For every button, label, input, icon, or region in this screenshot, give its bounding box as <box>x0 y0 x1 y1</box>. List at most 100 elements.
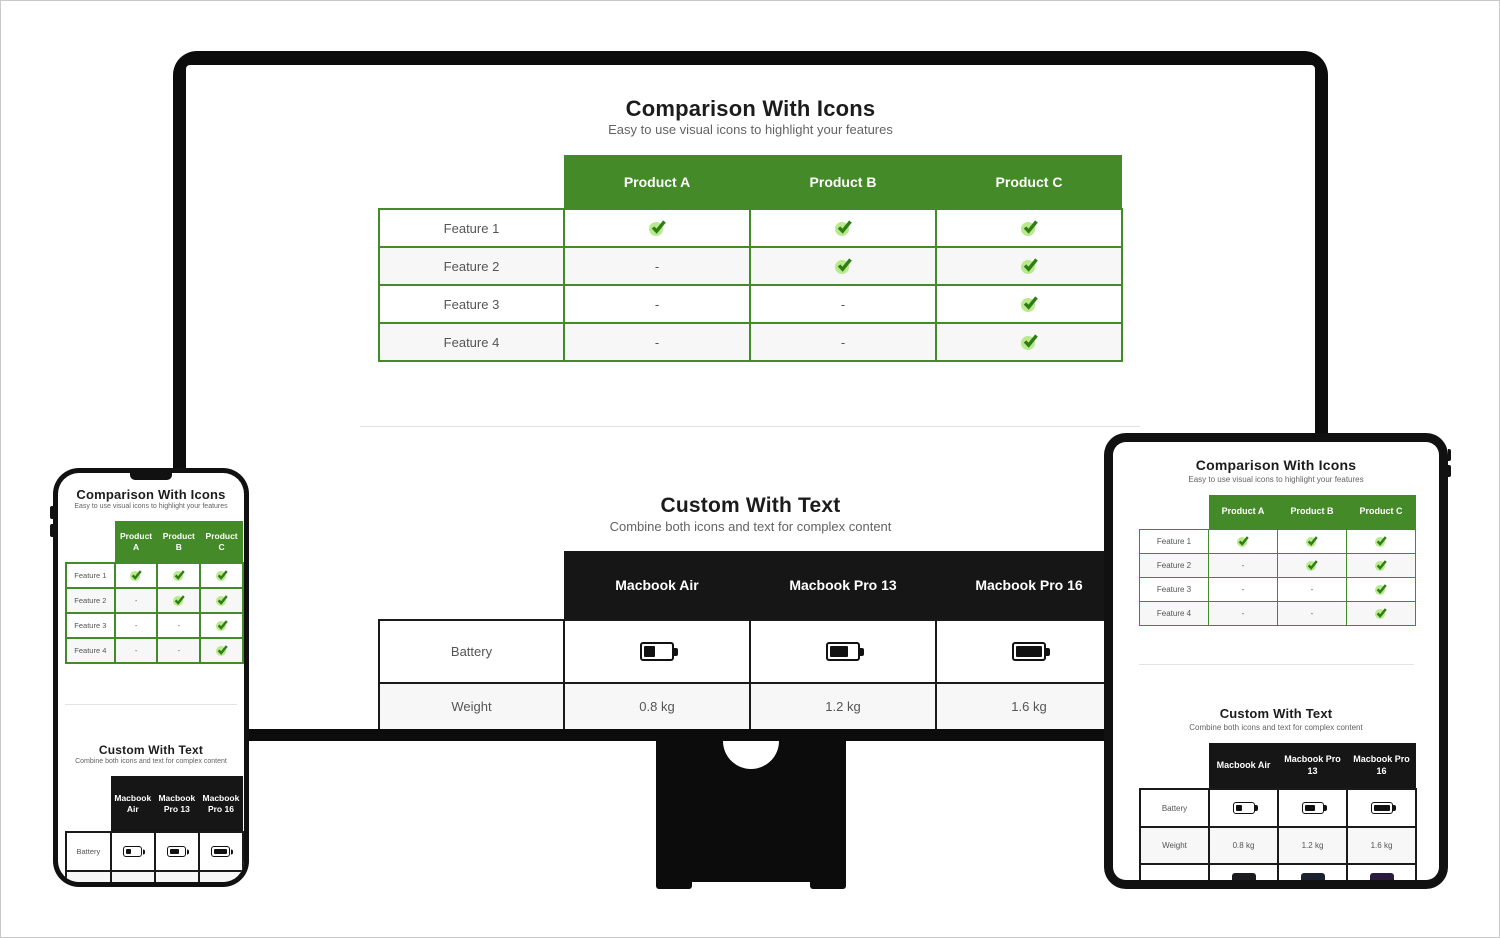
text-section-title: Custom With Text <box>98 743 204 757</box>
table-row: Feature 1 <box>378 208 1123 248</box>
table-row: Battery <box>378 619 1123 684</box>
value-cell: - <box>113 587 159 614</box>
tablet-screen: Comparison With Icons Easy to use visual… <box>1113 442 1439 880</box>
column-header: Macbook Pro 13 <box>750 551 936 620</box>
check-icon <box>215 620 228 631</box>
phone-volume-button <box>50 524 53 537</box>
battery-icon <box>1370 802 1393 814</box>
icons-section-title: Comparison With Icons <box>625 96 876 121</box>
check-icon <box>215 595 228 606</box>
column-header: Product C <box>936 155 1122 209</box>
cpu-chip-icon: M3 <box>1231 873 1256 880</box>
phone-volume-button <box>50 506 53 519</box>
monitor-stand-notch <box>723 741 779 769</box>
row-label: Battery <box>1139 788 1210 828</box>
check-icon <box>1020 220 1038 237</box>
battery-icon <box>1012 642 1046 661</box>
value-cell <box>935 322 1123 362</box>
chip-label: M3 <box>1380 880 1389 881</box>
check-icon <box>215 645 228 656</box>
value-cell: - <box>156 637 202 664</box>
battery-icon <box>167 846 187 857</box>
battery-icon <box>1301 802 1324 814</box>
row-label: Feature 3 <box>65 612 116 639</box>
check-icon <box>1375 560 1387 571</box>
column-header: Macbook Air <box>564 551 750 620</box>
table-row: Feature 3-- <box>1139 577 1416 602</box>
header-spacer <box>379 155 564 209</box>
value-cell <box>1277 553 1347 578</box>
row-label: Feature 1 <box>65 562 116 589</box>
row-label: Battery <box>378 619 565 684</box>
text-section-subtitle: Combine both icons and text for complex … <box>75 758 227 765</box>
tablet-volume-button <box>1448 449 1451 461</box>
battery-icon <box>1232 802 1255 814</box>
header-spacer <box>66 521 115 563</box>
value-cell: - <box>563 322 751 362</box>
battery-icon <box>123 846 143 857</box>
column-header: Product B <box>1277 495 1347 530</box>
icons-section-title: Comparison With Icons <box>1195 457 1357 473</box>
check-icon <box>1375 536 1387 547</box>
value-cell <box>113 562 159 589</box>
column-header: Product A <box>114 521 158 563</box>
value-cell <box>1346 529 1416 554</box>
column-header: Product C <box>1346 495 1416 530</box>
value-cell: 1.2 kg <box>749 682 937 729</box>
check-icon <box>1375 608 1387 619</box>
value-cell <box>749 208 937 248</box>
desktop-monitor-frame: Comparison With Icons Easy to use visual… <box>173 51 1328 741</box>
value-cell <box>1277 529 1347 554</box>
value-cell <box>153 831 200 872</box>
value-cell: - <box>113 637 159 664</box>
text-section-subtitle: Combine both icons and text for complex … <box>1189 723 1363 732</box>
value-cell <box>749 619 937 684</box>
row-label: Battery <box>65 831 112 872</box>
text-section-title: Custom With Text <box>1219 706 1333 721</box>
value-cell: - <box>563 246 751 286</box>
table-row: Feature 4-- <box>65 637 244 664</box>
column-header: Product B <box>750 155 936 209</box>
value-cell: M3 <box>1277 863 1348 880</box>
value-cell: 1.6 kg <box>935 682 1123 729</box>
table-row: Battery <box>1139 788 1417 828</box>
value-cell <box>1346 577 1416 602</box>
row-label: Feature 4 <box>1139 601 1209 626</box>
value-cell: - <box>563 284 751 324</box>
check-icon <box>1237 536 1249 547</box>
header-spacer <box>66 776 111 832</box>
row-label: Weight <box>378 682 565 729</box>
value-cell: - <box>156 612 202 639</box>
table-row: Feature 2- <box>378 246 1123 286</box>
value-cell: M3 <box>1208 863 1279 880</box>
cpu-chip-icon: M3 <box>1300 873 1325 880</box>
column-header: Macbook Pro 16 <box>1347 743 1416 789</box>
value-cell: - <box>1277 601 1347 626</box>
value-cell: - <box>749 322 937 362</box>
check-icon <box>648 220 666 237</box>
check-icon <box>1306 560 1318 571</box>
icons-section-subtitle: Easy to use visual icons to highlight yo… <box>1188 475 1364 484</box>
value-cell <box>199 637 244 664</box>
value-cell <box>935 246 1123 286</box>
row-label: Feature 3 <box>1139 577 1209 602</box>
monitor-stand-foot <box>810 881 846 889</box>
value-cell <box>156 587 202 614</box>
tablet-volume-button <box>1448 465 1451 477</box>
column-header: Product A <box>564 155 750 209</box>
value-cell <box>199 587 244 614</box>
check-icon <box>1020 258 1038 275</box>
column-header: Macbook Pro 13 <box>1278 743 1347 789</box>
value-cell <box>109 831 156 872</box>
value-cell: - <box>113 612 159 639</box>
column-header: Product C <box>200 521 243 563</box>
monitor-stand-foot <box>656 881 692 889</box>
